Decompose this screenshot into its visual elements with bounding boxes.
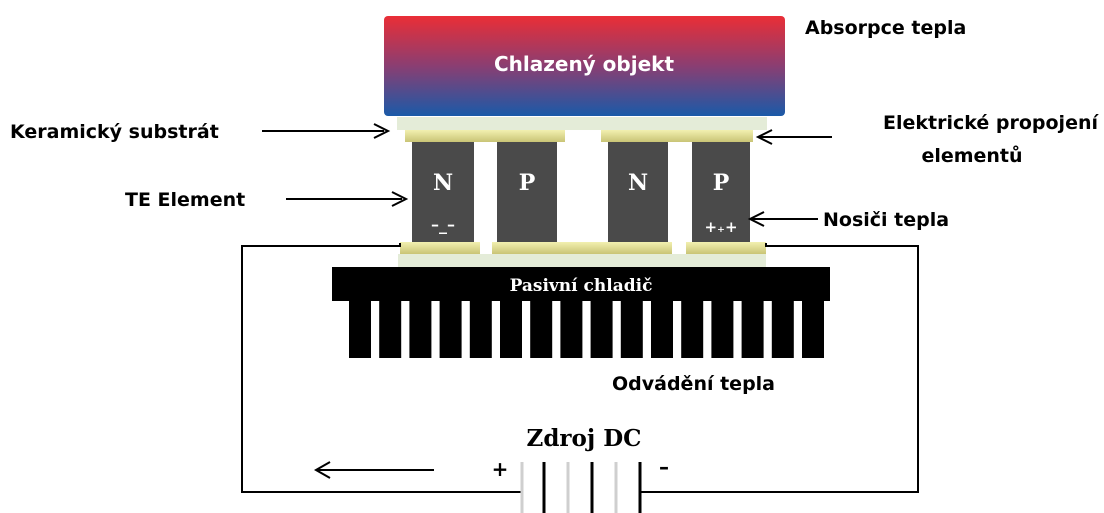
bottom-conductor bbox=[492, 242, 672, 254]
heatsink-fin bbox=[802, 301, 824, 358]
heatsink-fin bbox=[349, 301, 371, 358]
heatsink bbox=[332, 267, 830, 358]
te-element-label: TE Element bbox=[125, 189, 245, 211]
top-conductor bbox=[601, 130, 753, 142]
heatsink-fin bbox=[771, 301, 794, 358]
heatsink-fin bbox=[620, 301, 643, 358]
top-ceramic-substrate bbox=[397, 117, 767, 130]
positive-charges: +₊+ bbox=[704, 218, 737, 236]
te-element-n bbox=[412, 142, 474, 242]
heatsink-fin bbox=[530, 301, 553, 358]
heatsink-fin bbox=[379, 301, 402, 358]
element-type-label: P bbox=[519, 170, 536, 196]
heatsink-label: Pasivní chladič bbox=[510, 276, 653, 296]
heatsink-fin bbox=[439, 301, 462, 358]
element-type-label: N bbox=[433, 170, 453, 196]
heatsink-fin bbox=[741, 301, 764, 358]
dissipation-label: Odvádění tepla bbox=[612, 373, 775, 395]
plus-sign: + bbox=[492, 457, 509, 481]
negative-charges: –_– bbox=[431, 215, 455, 234]
battery-symbol bbox=[520, 462, 642, 513]
top-conductor bbox=[405, 130, 565, 142]
dc-source-label: Zdroj DC bbox=[527, 425, 642, 452]
cooled-object-label: Chlazený objekt bbox=[494, 52, 674, 76]
element-type-label: P bbox=[713, 170, 730, 196]
interconnect-label-line2: elementů bbox=[921, 144, 1022, 167]
ceramic-label: Keramický substrát bbox=[10, 121, 219, 143]
circuit-wire-right bbox=[640, 243, 919, 493]
bottom-conductor bbox=[400, 242, 480, 254]
te-element-p bbox=[692, 142, 750, 242]
interconnect-arrow-head bbox=[755, 129, 773, 145]
bottom-conductor bbox=[686, 242, 766, 254]
absorption-label: Absorpce tepla bbox=[805, 17, 966, 39]
bottom-ceramic-substrate bbox=[398, 254, 766, 267]
heatsink-fin bbox=[651, 301, 673, 358]
te-element-arrow-head bbox=[391, 191, 409, 207]
ceramic-arrow-head bbox=[373, 123, 391, 139]
heatsink-fin bbox=[469, 301, 492, 358]
heatsink-fin bbox=[681, 301, 704, 358]
current-arrow-head bbox=[313, 461, 331, 479]
carriers-arrow-head bbox=[747, 211, 765, 227]
heatsink-fin bbox=[590, 301, 613, 358]
interconnect-label-line1: Elektrické propojení bbox=[883, 112, 1099, 134]
te-element-p bbox=[497, 142, 557, 242]
circuit-wire-left bbox=[241, 243, 522, 493]
element-type-label: N bbox=[628, 170, 648, 196]
heatsink-fin bbox=[560, 301, 583, 358]
heatsink-fins bbox=[349, 301, 824, 358]
heatsink-fin bbox=[409, 301, 432, 358]
minus-sign: – bbox=[659, 455, 669, 479]
carriers-label: Nosiči tepla bbox=[823, 209, 949, 231]
heatsink-fin bbox=[500, 301, 522, 358]
te-element-n bbox=[608, 142, 668, 242]
heatsink-fin bbox=[711, 301, 734, 358]
cooled-object bbox=[384, 16, 785, 116]
